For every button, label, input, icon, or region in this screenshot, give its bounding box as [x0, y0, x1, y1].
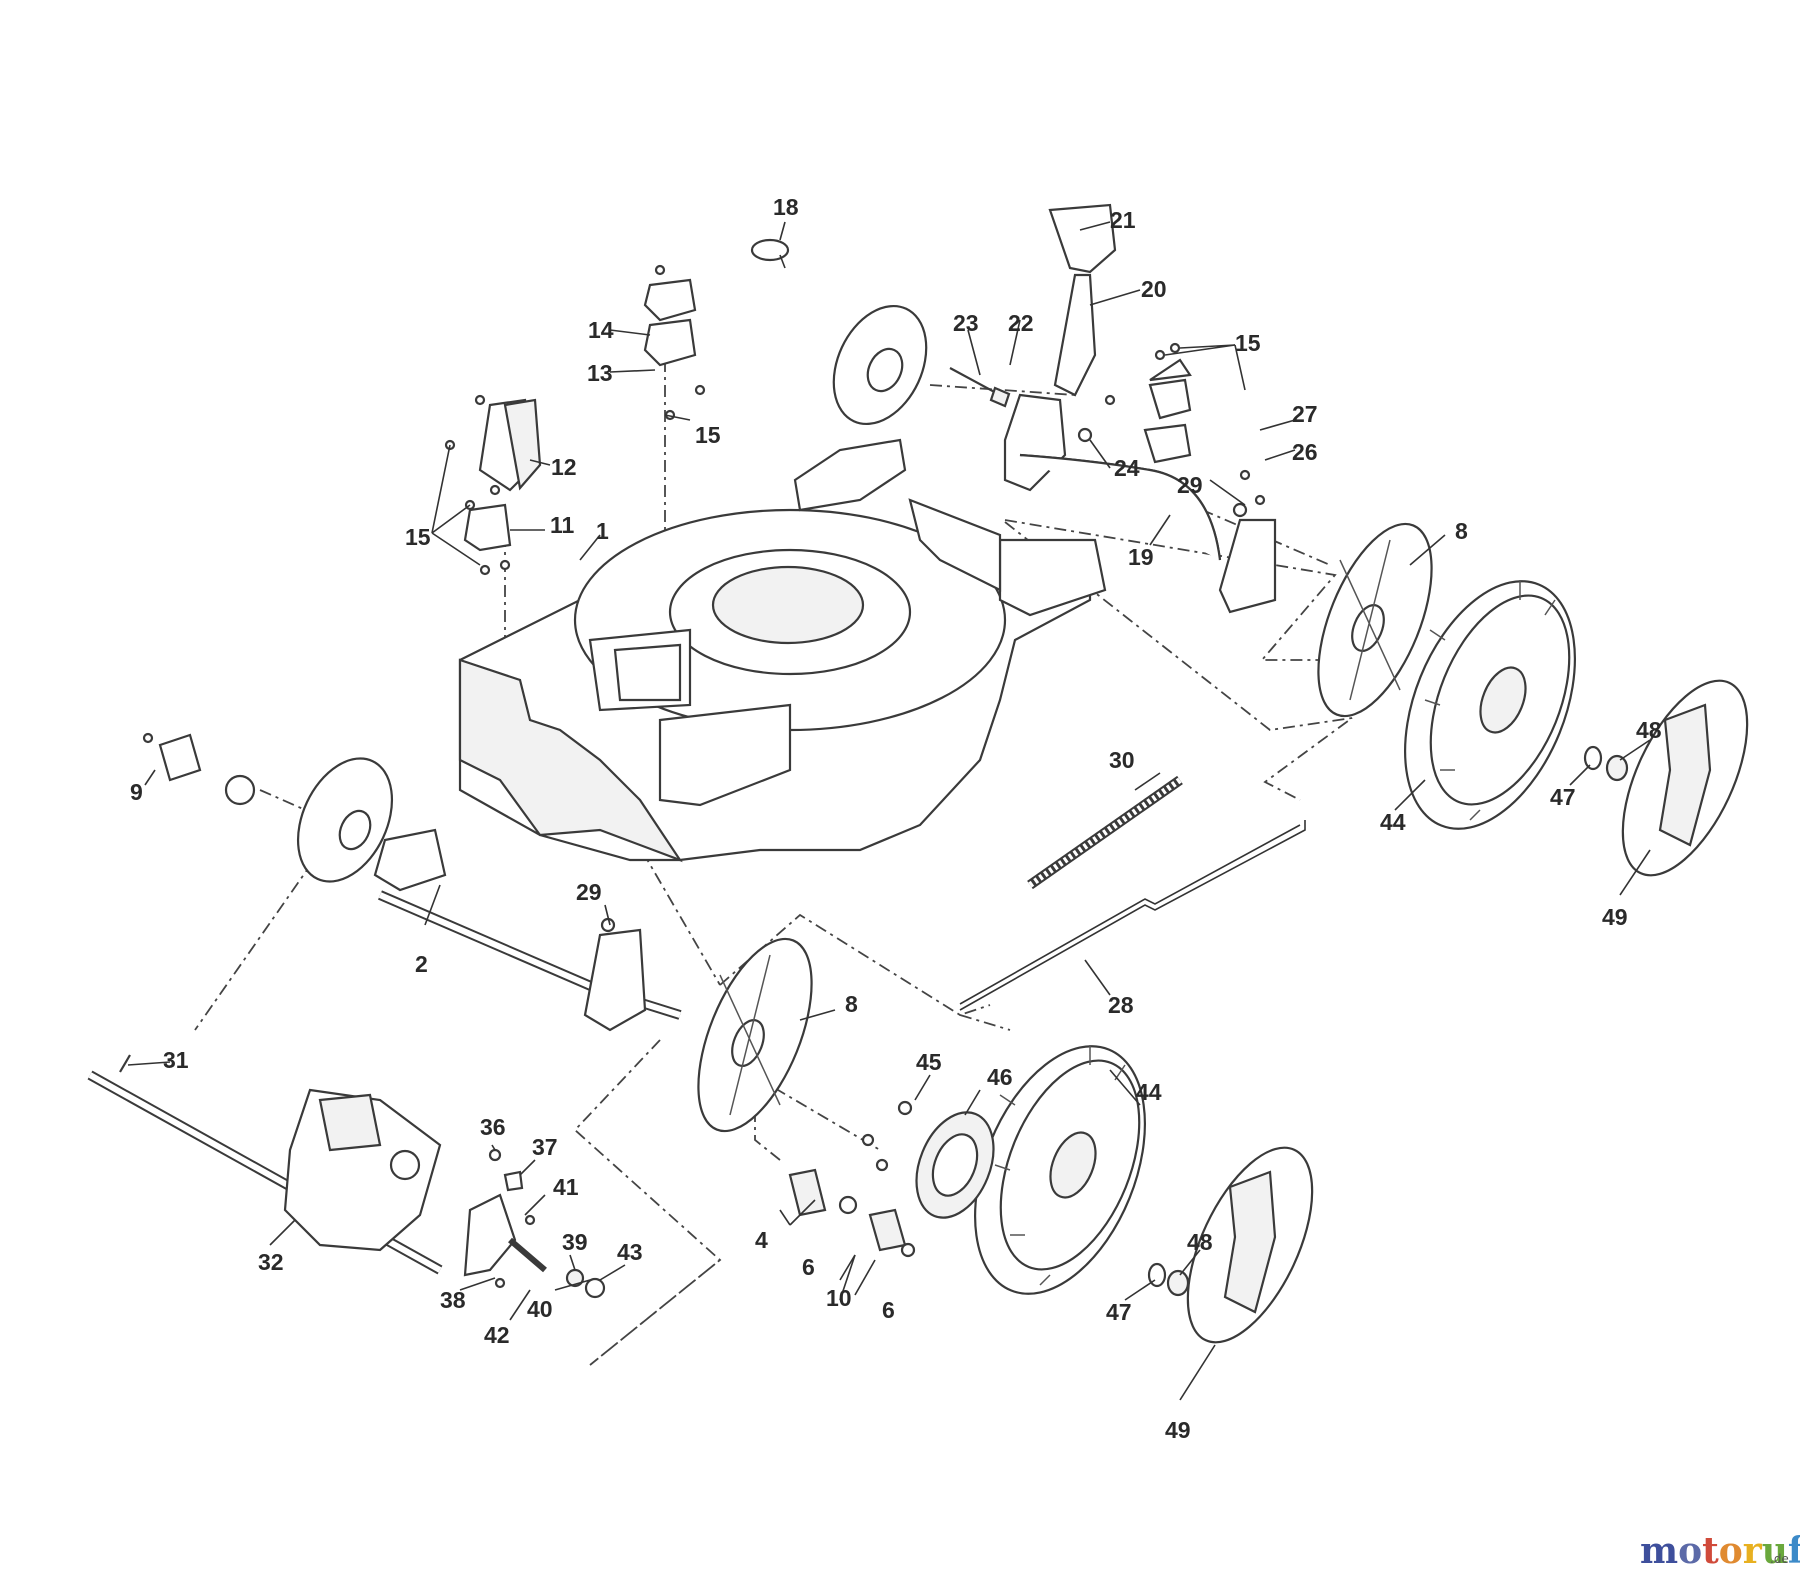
- part-label-8b: 8: [845, 991, 858, 1017]
- watermark-letter: u: [1762, 1530, 1788, 1572]
- part-label-22: 22: [1008, 310, 1034, 336]
- part-label-28: 28: [1108, 992, 1134, 1018]
- watermark-letter: f: [1788, 1530, 1800, 1572]
- part-label-2: 2: [415, 951, 428, 977]
- part-label-24: 24: [1114, 455, 1140, 481]
- part-label-42: 42: [484, 1322, 510, 1348]
- cable-bracket-parts: [463, 1148, 606, 1299]
- part-label-12: 12: [551, 454, 577, 480]
- part-label-40: 40: [527, 1296, 553, 1322]
- part-label-30: 30: [1109, 747, 1135, 773]
- part-label-18: 18: [773, 194, 799, 220]
- part-label-49b: 49: [1165, 1417, 1191, 1443]
- part-label-44b: 44: [1136, 1079, 1162, 1105]
- watermark-logo: motoruf .de: [1640, 1530, 1800, 1572]
- part-label-8a: 8: [1455, 518, 1468, 544]
- part-label-19: 19: [1128, 544, 1154, 570]
- watermark-text: motoruf: [1640, 1530, 1800, 1572]
- watermark-letter: m: [1640, 1530, 1678, 1572]
- part-label-41: 41: [553, 1174, 579, 1200]
- part-label-39: 39: [562, 1229, 588, 1255]
- part-label-48b: 48: [1187, 1229, 1213, 1255]
- part-label-26: 26: [1292, 439, 1318, 465]
- watermark-letter: o: [1719, 1530, 1743, 1572]
- part-label-6b: 6: [882, 1297, 895, 1323]
- spring-part-30: [1027, 775, 1183, 890]
- part-label-48a: 48: [1636, 717, 1662, 743]
- part-label-29a: 29: [1177, 472, 1203, 498]
- part-label-4: 4: [755, 1227, 768, 1253]
- part-labels: 1 2 4 6 6 8 8 9 10 11 12 13 14 15 15 15 …: [130, 194, 1662, 1443]
- part-label-15b: 15: [695, 422, 721, 448]
- wheel-disc-left: [296, 757, 394, 883]
- part-label-43: 43: [617, 1239, 643, 1265]
- part-label-29b: 29: [576, 879, 602, 905]
- part-label-6a: 6: [802, 1254, 815, 1280]
- clip-part-18: [750, 238, 790, 269]
- part-label-14: 14: [588, 317, 614, 343]
- part-label-44a: 44: [1380, 809, 1406, 835]
- part-label-15a: 15: [405, 524, 431, 550]
- watermark-letter: r: [1743, 1530, 1763, 1572]
- part-label-23: 23: [953, 310, 979, 336]
- wheel-left-part-44: [974, 1045, 1146, 1295]
- part-label-45: 45: [916, 1049, 942, 1075]
- height-lever-assembly: [949, 203, 1277, 614]
- deck: [458, 438, 1107, 863]
- part-label-46: 46: [987, 1064, 1013, 1090]
- hub-cap-left-part-49: [1186, 1146, 1314, 1344]
- part-label-15c: 15: [1235, 330, 1261, 356]
- wheel-disc-right: [832, 304, 928, 426]
- part-label-20: 20: [1141, 276, 1167, 302]
- gearbox-part-32: [87, 1054, 443, 1275]
- watermark-letter: o: [1678, 1530, 1702, 1572]
- part-label-11: 11: [550, 512, 575, 538]
- wheel-right-part-44: [1404, 580, 1576, 830]
- drive-gear-parts: [788, 1100, 995, 1258]
- washers-nuts: [1147, 745, 1629, 1297]
- leader-lines: [127, 221, 1651, 1401]
- height-adjuster-part-9: [142, 732, 256, 806]
- hub-cap-right-part-49: [1621, 679, 1749, 877]
- wheel-carrier-right-part-8: [1317, 522, 1433, 718]
- part-label-27: 27: [1292, 401, 1318, 427]
- watermark-letter: t: [1702, 1530, 1719, 1572]
- part-label-31: 31: [163, 1047, 189, 1073]
- part-label-21: 21: [1110, 207, 1136, 233]
- part-label-1: 1: [596, 518, 609, 544]
- part-label-38: 38: [440, 1287, 466, 1313]
- watermark-suffix: .de: [1770, 1552, 1789, 1566]
- part-label-13: 13: [587, 360, 613, 386]
- part-label-32: 32: [258, 1249, 284, 1275]
- brackets: [444, 264, 706, 576]
- wheel-carrier-left-part-8: [697, 937, 813, 1133]
- part-label-9: 9: [130, 779, 143, 805]
- part-label-47a: 47: [1550, 784, 1576, 810]
- rear-axle-part-2: [373, 828, 682, 1032]
- part-label-37: 37: [532, 1134, 558, 1160]
- part-label-10: 10: [826, 1285, 852, 1311]
- part-label-47b: 47: [1106, 1299, 1132, 1325]
- part-label-36: 36: [480, 1114, 506, 1140]
- rod-part-28: [959, 820, 1306, 1011]
- part-label-49a: 49: [1602, 904, 1628, 930]
